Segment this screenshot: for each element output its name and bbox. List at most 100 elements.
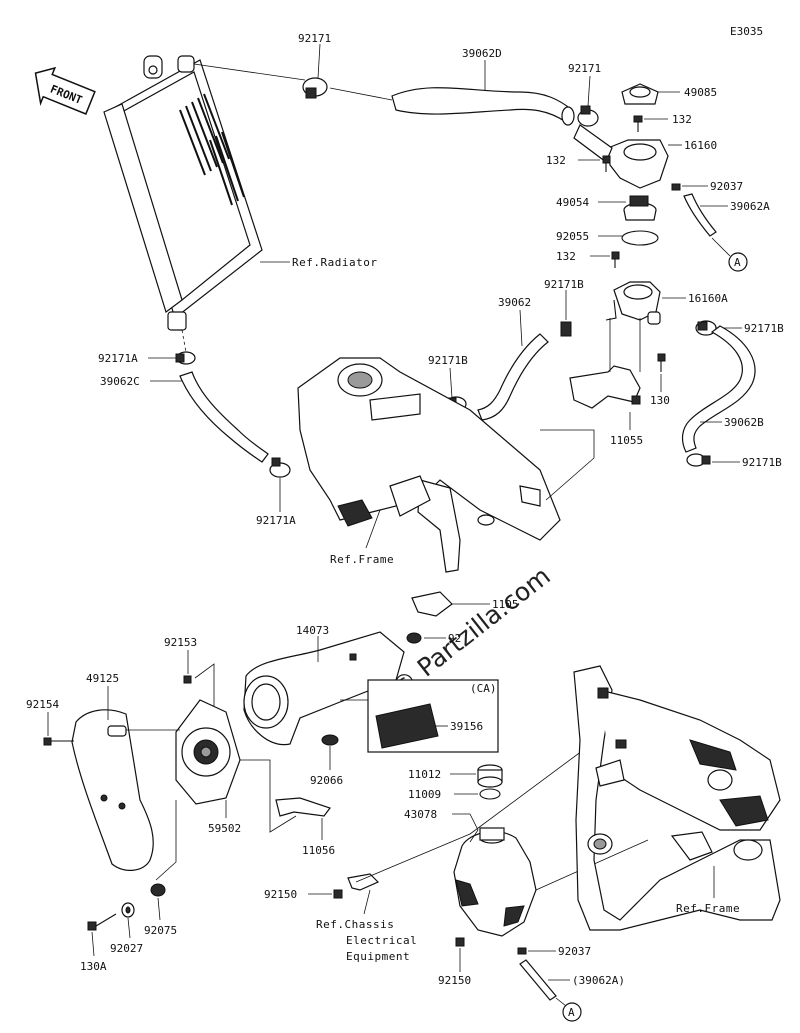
label-39062C: 39062C — [100, 375, 140, 388]
bolt-92154 — [43, 737, 74, 746]
clamp-92171A-a — [175, 351, 196, 365]
label-92171B-a: 92171B — [544, 278, 584, 291]
label-132-b: 132 — [546, 154, 566, 167]
bolt-130A — [87, 913, 117, 931]
bolt-130 — [657, 353, 666, 372]
housing-16160A — [605, 281, 661, 325]
bracket-11056 — [275, 797, 331, 817]
label-92037-top: 92037 — [710, 180, 743, 193]
collar-92075 — [150, 883, 166, 897]
hose-39062D — [391, 87, 575, 126]
cover-49125 — [71, 709, 154, 871]
label-130: 130 — [650, 394, 670, 407]
ref-chassis-1: Ref.Chassis — [316, 918, 394, 931]
label-92x: 92 — [448, 632, 461, 645]
label-11056: 11056 — [302, 844, 335, 857]
oring-92055 — [621, 230, 659, 246]
hose-39062B — [681, 325, 756, 453]
label-92153: 92153 — [164, 636, 197, 649]
label-14073: 14073 — [296, 624, 329, 637]
ref-chassis-2: Electrical — [346, 934, 417, 947]
label-92171B-b: 92171B — [428, 354, 468, 367]
callout-a-bottom-label: A — [568, 1006, 575, 1019]
label-39062B: 39062B — [724, 416, 764, 429]
part-1105x — [411, 591, 453, 617]
label-92171-top: 92171 — [298, 32, 331, 45]
bracket-11055 — [569, 365, 641, 409]
label-16160: 16160 — [684, 139, 717, 152]
hose-39062A — [683, 193, 717, 237]
ref-frame-right: Ref.Frame — [676, 902, 740, 915]
label-92150-b: 92150 — [438, 974, 471, 987]
label-92171A-a: 92171A — [98, 352, 138, 365]
label-92075: 92075 — [144, 924, 177, 937]
label-49085: 49085 — [684, 86, 717, 99]
bolt-92150-b — [455, 937, 465, 947]
label-39062A-paren: (39062A) — [572, 974, 625, 987]
label-39156: 39156 — [450, 720, 483, 733]
callout-a-bottom — [562, 1002, 582, 1022]
label-92066: 92066 — [310, 774, 343, 787]
fan-59502 — [175, 699, 241, 805]
label-92055: 92055 — [556, 230, 589, 243]
grommet-92x — [406, 632, 422, 644]
label-39062A: 39062A — [730, 200, 770, 213]
label-49125: 49125 — [86, 672, 119, 685]
clamp-92171A-b — [269, 457, 291, 478]
callout-a-top — [728, 252, 748, 272]
washer-92027 — [121, 902, 135, 918]
label-92171A-b: 92171A — [256, 514, 296, 527]
ca-box-label: (CA) — [470, 682, 497, 695]
label-11009: 11009 — [408, 788, 441, 801]
label-1105x: 1105 — [492, 598, 519, 611]
label-49054: 49054 — [556, 196, 589, 209]
front-arrow-icon: FRONT — [34, 66, 96, 115]
clamp-92171B-a — [560, 321, 572, 337]
label-43078: 43078 — [404, 808, 437, 821]
label-16160A: 16160A — [688, 292, 728, 305]
ref-radiator: Ref.Radiator — [292, 256, 377, 269]
cap-11012 — [477, 764, 503, 788]
clamp-92171-right — [577, 105, 599, 127]
label-plate-39156 — [375, 703, 439, 749]
bolt-132-a — [633, 115, 643, 132]
bolt-132-c — [611, 251, 620, 268]
clamp-92171-top — [302, 77, 328, 99]
hose-39062C — [179, 371, 269, 463]
bolt-92150-a — [333, 889, 343, 899]
grommet-92066 — [321, 734, 339, 746]
label-92171B-c: 92171B — [744, 322, 784, 335]
bracket-chassis — [347, 873, 380, 891]
housing-16160 — [573, 124, 669, 189]
label-132-a: 132 — [672, 113, 692, 126]
label-11012: 11012 — [408, 768, 441, 781]
clamp-92171B-d — [686, 453, 711, 467]
label-92154: 92154 — [26, 698, 59, 711]
label-130A: 130A — [80, 960, 107, 973]
frame-drawing-middle — [297, 357, 561, 573]
thermostat-49054 — [623, 195, 657, 221]
clamp-92037-top — [671, 183, 681, 191]
label-92037-bottom: 92037 — [558, 945, 591, 958]
hose-39062 — [477, 333, 549, 421]
label-39062D: 39062D — [462, 47, 502, 60]
label-59502: 59502 — [208, 822, 241, 835]
label-92171-right: 92171 — [568, 62, 601, 75]
bolt-132-b — [602, 155, 611, 172]
ref-chassis-3: Equipment — [346, 950, 410, 963]
label-92150-a: 92150 — [264, 888, 297, 901]
cap-49085 — [621, 83, 659, 105]
label-92027: 92027 — [110, 942, 143, 955]
oring-11009 — [479, 788, 501, 800]
ref-frame-middle: Ref.Frame — [330, 553, 394, 566]
frame-drawing-right — [573, 665, 781, 931]
shroud-14073 — [243, 631, 405, 746]
label-132-c: 132 — [556, 250, 576, 263]
label-39062: 39062 — [498, 296, 531, 309]
bolt-92153 — [183, 675, 192, 684]
reservoir-43078 — [453, 827, 537, 937]
radiator-drawing — [103, 55, 290, 331]
hose-39062A-bottom — [519, 959, 557, 1001]
label-92171B-d: 92171B — [742, 456, 782, 469]
